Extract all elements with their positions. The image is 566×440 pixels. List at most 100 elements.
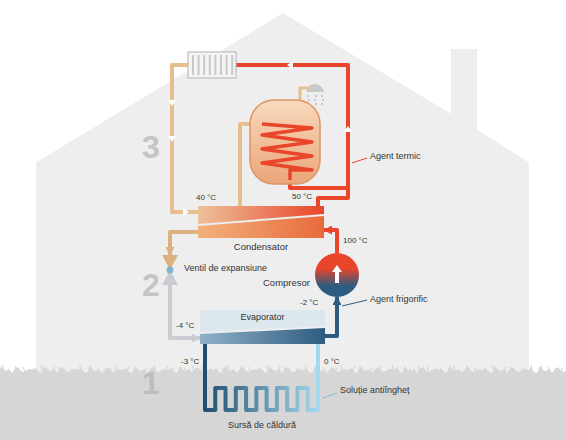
grass-blade	[14, 366, 16, 372]
grass-blade	[418, 365, 420, 372]
radiator-fin	[220, 55, 222, 75]
grass-blade	[371, 368, 373, 372]
shower-head	[306, 84, 324, 92]
water-drop	[322, 99, 324, 101]
grass-blade	[172, 367, 174, 372]
flow-arrow	[344, 126, 352, 132]
grass-blade	[285, 367, 287, 372]
grass-blade	[228, 365, 230, 372]
temperature: 50 °C	[292, 192, 312, 202]
node-shape	[315, 253, 359, 297]
part-label: Agent termic	[370, 151, 421, 162]
grass-blade	[32, 368, 34, 372]
grass-blade	[409, 368, 411, 372]
leader-line	[352, 158, 367, 163]
ground-collector-loop	[205, 344, 318, 410]
node-label: Compresor	[263, 277, 310, 288]
temperature: -4 °C	[176, 321, 194, 331]
grass-blade	[454, 365, 456, 372]
refrigerant-pipe	[325, 297, 337, 336]
evaporator-plate	[200, 328, 325, 344]
water-drop	[315, 103, 317, 105]
temperature: -3 °C	[181, 357, 199, 367]
grass-blade	[427, 366, 429, 372]
grass-blade	[258, 368, 260, 372]
radiator-fin	[231, 55, 233, 75]
radiator-fin	[192, 55, 194, 75]
grass-blade	[492, 365, 494, 372]
water-drop	[307, 95, 309, 97]
grass-blade	[305, 365, 307, 372]
grass-blade	[362, 367, 364, 372]
grass-blade	[353, 366, 355, 372]
node-shape	[162, 255, 178, 285]
flow-arrow	[168, 100, 176, 106]
grass-blade	[115, 365, 117, 372]
grass-blade	[380, 365, 382, 372]
grass-blade	[561, 368, 563, 372]
node-label: Evaporator	[240, 312, 284, 323]
grass-blade	[296, 368, 298, 372]
grass-blade	[483, 368, 485, 372]
grass-blade	[201, 366, 203, 372]
grass-blade	[41, 365, 43, 372]
grass-blade	[222, 368, 224, 372]
temperature: -2 °C	[300, 298, 318, 308]
grass-blade	[53, 366, 55, 372]
grass-blade	[504, 366, 506, 372]
callout-number: 1	[142, 364, 160, 402]
heating-return-pipe	[172, 65, 200, 212]
grass-blade	[540, 366, 542, 372]
radiator-fin	[226, 55, 228, 75]
tank-coil	[262, 124, 312, 180]
hot-water-tank	[250, 100, 320, 184]
grass-blade	[184, 368, 186, 372]
radiator-fin	[198, 55, 200, 75]
leader-line	[323, 393, 337, 398]
callout-number: 3	[142, 128, 160, 166]
grass-blade	[98, 367, 100, 372]
compressor-arrow	[332, 265, 342, 283]
grass-blade	[549, 367, 551, 372]
grass-texture	[3, 365, 563, 372]
grass-blade	[3, 365, 5, 372]
grass-blade	[23, 367, 25, 372]
valve-stem	[167, 267, 174, 274]
refrigerant-pipe	[170, 232, 198, 255]
grass-blade	[136, 367, 138, 372]
water-drop	[314, 99, 316, 101]
grass-blade	[475, 367, 477, 372]
grass-blade	[391, 366, 393, 372]
water-drop	[315, 95, 317, 97]
flow-arrow	[287, 61, 293, 69]
water-drop	[308, 99, 310, 101]
condenser: Condensator	[198, 204, 324, 254]
water-drop	[321, 95, 323, 97]
ground	[0, 366, 566, 440]
grass-blade	[109, 368, 111, 372]
grass-blade	[59, 367, 61, 372]
grass-blade	[193, 365, 195, 372]
radiator-fin	[209, 55, 211, 75]
grass-blade	[267, 365, 269, 372]
evaporator-plate	[200, 310, 325, 332]
grass-blade	[510, 367, 512, 372]
temperature: 40 °C	[196, 193, 216, 203]
grass-blade	[335, 368, 337, 372]
grass-blade	[80, 365, 82, 372]
temperature: 0 °C	[324, 357, 340, 367]
expansion-valve: Ventil de expansiune	[162, 255, 178, 285]
leader-line	[342, 300, 367, 306]
node-label: Condensator	[234, 241, 288, 252]
callout-number: 2	[142, 266, 160, 304]
grass-blade	[323, 367, 325, 372]
grass-blade	[89, 366, 91, 372]
grass-blade	[166, 366, 168, 372]
grass-blade	[249, 367, 251, 372]
part-label: Agent frigorific	[370, 294, 428, 305]
grass-blade	[210, 367, 212, 372]
condenser-plate	[198, 216, 324, 238]
radiator-fin	[214, 55, 216, 75]
compressor: Compresor	[315, 253, 359, 297]
evaporator: Evaporator	[200, 310, 325, 344]
